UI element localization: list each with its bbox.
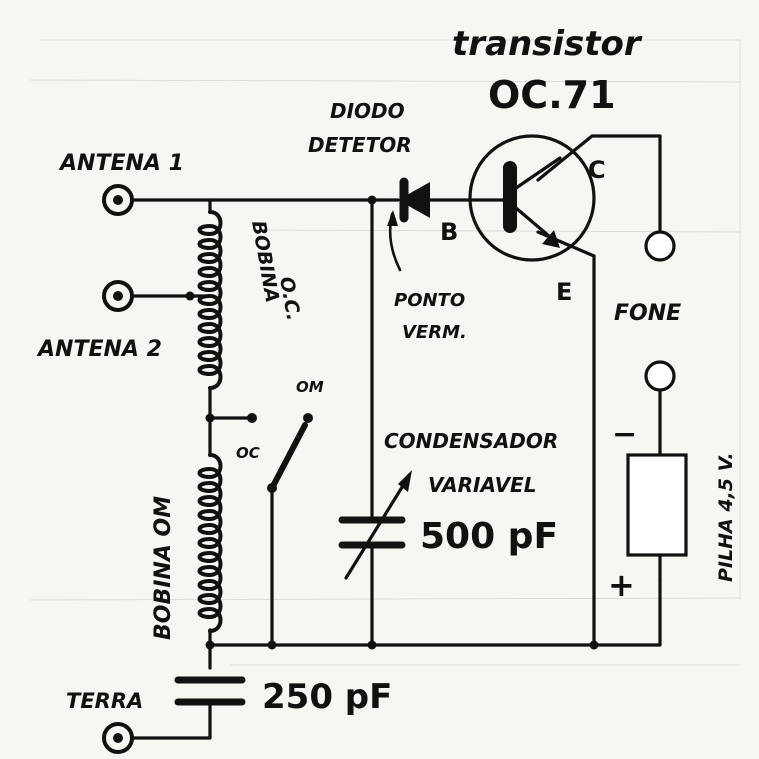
terminal-e-label: E [556,278,572,306]
capacitor-label-line1: CONDENSADOR [384,429,558,453]
ground-terminal [102,722,134,754]
bottom-rail [208,578,662,647]
transistor-oc71 [468,134,596,262]
terminal-c-label: C [588,156,606,184]
battery-label: PILHA 4,5 V. [715,452,737,582]
battery [626,453,688,582]
detector-diode [387,177,507,272]
red-dot-label-line2: VERM. [402,322,467,343]
antenna2-label: ANTENA 2 [36,337,162,362]
diode-label-line1: DIODO [330,99,405,123]
ground-label: TERRA [66,689,143,713]
battery-plus-label: + [608,566,635,604]
band-switch [247,413,313,493]
capacitor-label-line2: VARIAVEL [428,473,536,497]
terminal-b-label: B [440,218,458,246]
phone-terminal-top [644,230,676,262]
antenna1-terminal [102,184,134,216]
variable-capacitor [338,470,412,580]
coil-oc-label-line2: O.C. [275,275,304,322]
phone-terminal-bottom [644,360,676,392]
coil-om [197,453,223,633]
phone-label: FONE [614,301,681,326]
background-texture [29,39,741,666]
ground-capacitor-value-label: 250 pF [262,677,392,717]
switch-om-label: OM [296,378,324,396]
transistor-label: transistor [452,24,643,64]
coil-oc [197,210,223,390]
diode-label-line2: DETETOR [308,133,412,157]
red-dot-label-line1: PONTO [394,290,465,311]
antenna2-terminal [102,280,134,312]
transistor-model-label: OC.71 [488,73,616,117]
capacitor-value-label: 500 pF [420,516,558,557]
antenna1-label: ANTENA 1 [58,151,184,176]
battery-minus-label: − [612,417,637,452]
switch-oc-label: OC [236,444,260,462]
coil-om-label: BOBINA OM [151,496,176,640]
ground-capacitor [130,676,246,740]
